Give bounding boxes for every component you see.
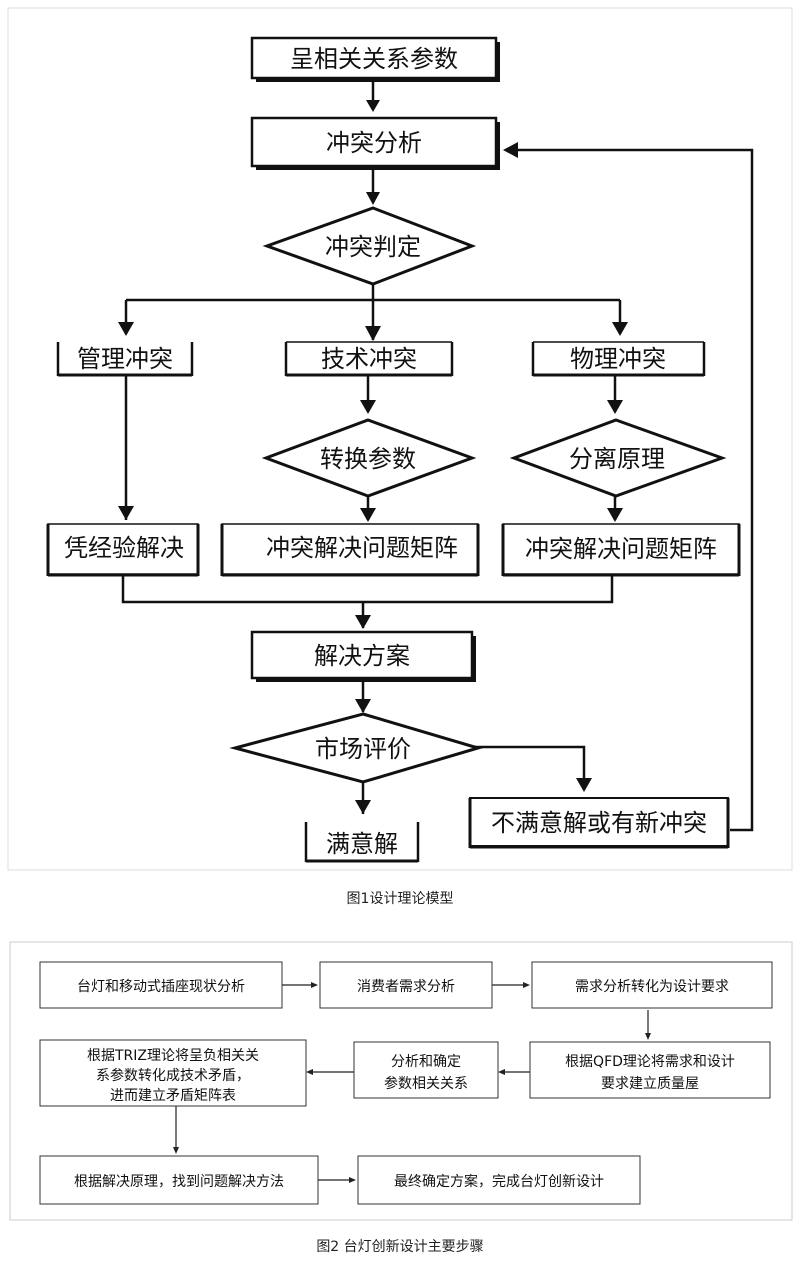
node-tech-conflict: 技术冲突 xyxy=(284,341,454,377)
node-phys-conflict: 物理冲突 xyxy=(531,341,706,377)
figure-2-design-steps: 台灯和移动式插座现状分析 消费者需求分析 需求分析转化为设计要求 根据QFD理论… xyxy=(0,940,800,1224)
node-satisfied-label: 满意解 xyxy=(326,830,398,858)
step-5: 分析和确定 参数相关关系 xyxy=(353,1041,499,1099)
node-mgmt-conflict: 管理冲突 xyxy=(56,342,194,377)
node-tech-conflict-label: 技术冲突 xyxy=(321,345,417,373)
node-satisfied: 满意解 xyxy=(304,822,420,863)
node-market-eval: 市场评价 xyxy=(229,712,484,784)
step-2-label: 消费者需求分析 xyxy=(357,979,455,995)
node-separation-principle: 分离原理 xyxy=(509,418,727,498)
step-6-label-line2: 系参数转化成技术矛盾， xyxy=(96,1067,250,1084)
node-unsatisfied: 不满意解或有新冲突 xyxy=(468,797,730,849)
step-4-label-line2: 要求建立质量屋 xyxy=(601,1076,699,1092)
step-8: 最终确定方案，完成台灯创新设计 xyxy=(357,1155,641,1205)
step-5-label-line2: 参数相关关系 xyxy=(384,1075,468,1092)
figure-2-frame xyxy=(9,941,793,1221)
node-unsatisfied-label: 不满意解或有新冲突 xyxy=(491,809,707,837)
figure-1-diagram: 呈相关关系参数 冲突分析 冲突判定 管理冲突 技术冲突 物理冲突 转换参数 分离 xyxy=(7,7,793,871)
node-separation-principle-label: 分离原理 xyxy=(569,445,665,473)
node-matrix-1-label: 冲突解决问题矩阵 xyxy=(266,534,458,562)
node-matrix-1: 冲突解决问题矩阵 xyxy=(220,523,480,577)
node-conflict-judge-label: 冲突判定 xyxy=(325,233,421,261)
node-conflict-judge: 冲突判定 xyxy=(262,206,477,286)
step-3-label: 需求分析转化为设计要求 xyxy=(575,979,729,995)
node-experience-solve-label: 凭经验解决 xyxy=(64,534,184,562)
step-8-label: 最终确定方案，完成台灯创新设计 xyxy=(394,1173,604,1190)
step-7: 根据解决原理，找到问题解决方法 xyxy=(39,1155,319,1205)
node-conflict-analysis-label: 冲突分析 xyxy=(326,129,422,157)
connectors xyxy=(118,79,754,832)
step-2: 消费者需求分析 xyxy=(319,961,493,1009)
merge-bar xyxy=(121,576,614,604)
node-matrix-2-label: 冲突解决问题矩阵 xyxy=(525,535,717,563)
node-solution: 解决方案 xyxy=(250,630,476,682)
step-6-label-line3: 进而建立矛盾矩阵表 xyxy=(110,1088,236,1104)
figure-2-diagram: 台灯和移动式插座现状分析 消费者需求分析 需求分析转化为设计要求 根据QFD理论… xyxy=(9,941,793,1221)
node-market-eval-label: 市场评价 xyxy=(315,735,411,763)
feedback-loop xyxy=(518,148,754,832)
step-1-label: 台灯和移动式插座现状分析 xyxy=(77,979,245,995)
node-solution-label: 解决方案 xyxy=(314,642,410,670)
step-6: 根据TRIZ理论将呈负相关关 系参数转化成技术矛盾， 进而建立矛盾矩阵表 xyxy=(39,1039,307,1107)
step-7-label: 根据解决原理，找到问题解决方法 xyxy=(74,1174,284,1190)
connectors-2 xyxy=(173,982,651,1183)
figure-1-caption: 图1设计理论模型 xyxy=(346,891,454,907)
arrow-market-to-unsatisfied xyxy=(475,745,586,790)
node-phys-conflict-label: 物理冲突 xyxy=(570,345,666,373)
step-1: 台灯和移动式插座现状分析 xyxy=(39,961,283,1009)
node-matrix-2: 冲突解决问题矩阵 xyxy=(501,523,741,577)
step-4-label-line1: 根据QFD理论将需求和设计 xyxy=(565,1054,735,1070)
step-3: 需求分析转化为设计要求 xyxy=(531,961,773,1009)
node-start-label: 呈相关关系参数 xyxy=(290,45,458,73)
figure-2-caption: 图2 台灯创新设计主要步骤 xyxy=(316,1239,484,1255)
figure-1-frame xyxy=(7,7,793,871)
node-mgmt-conflict-label: 管理冲突 xyxy=(77,345,173,373)
node-convert-params: 转换参数 xyxy=(261,418,477,498)
node-conflict-analysis: 冲突分析 xyxy=(250,116,500,170)
step-4: 根据QFD理论将需求和设计 要求建立质量屋 xyxy=(529,1041,771,1099)
node-start: 呈相关关系参数 xyxy=(250,36,500,82)
figure-1-design-theory-model: 呈相关关系参数 冲突分析 冲突判定 管理冲突 技术冲突 物理冲突 转换参数 分离 xyxy=(7,7,793,871)
step-5-label-line1: 分析和确定 xyxy=(391,1054,461,1070)
step-6-label-line1: 根据TRIZ理论将呈负相关关 xyxy=(87,1048,259,1064)
node-experience-solve: 凭经验解决 xyxy=(46,523,200,577)
node-convert-params-label: 转换参数 xyxy=(320,445,416,473)
